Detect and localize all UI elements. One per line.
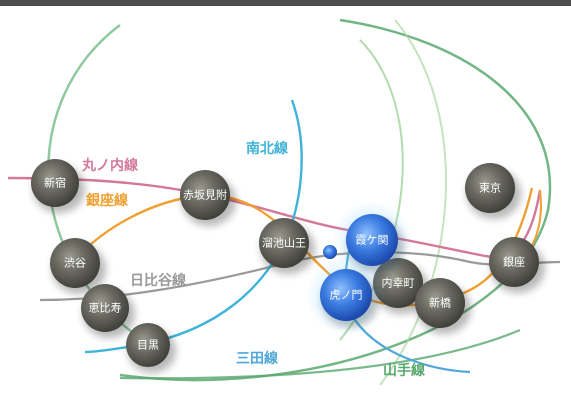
top-bar: [0, 0, 571, 6]
station-label: 虎ノ門: [330, 289, 363, 302]
station-label: 新宿: [44, 176, 66, 190]
station-meguro[interactable]: 目黒: [126, 323, 176, 373]
station-tameike-sanno[interactable]: 溜池山王: [259, 218, 315, 274]
station-disc: [489, 237, 539, 287]
line-label-nanboku: 南北線: [246, 140, 288, 157]
station-disc: [180, 170, 230, 220]
station-label: 銀座: [503, 255, 525, 269]
station-tokyo[interactable]: 東京: [465, 163, 521, 219]
station-disc: [346, 214, 398, 266]
station-disc: [50, 238, 100, 288]
station-label: 霞ケ関: [356, 234, 389, 247]
line-label-marunouchi: 丸ノ内線: [81, 157, 138, 174]
station-toranomon[interactable]: 虎ノ門: [306, 255, 386, 335]
station-ginza[interactable]: 銀座: [489, 237, 545, 293]
station-label: 新橋: [429, 296, 451, 310]
nanboku-line-path: [84, 99, 303, 354]
station-ebisu[interactable]: 恵比寿: [81, 284, 135, 338]
station-disc: [31, 159, 79, 207]
station-label: 赤坂見附: [183, 188, 227, 202]
station-akasaka-mitsuke[interactable]: 赤坂見附: [180, 170, 236, 226]
station-label: 東京: [479, 181, 501, 195]
line-label-ginza: 銀座線: [86, 192, 128, 209]
station-label: 溜池山王: [262, 236, 306, 250]
station-disc: [126, 323, 170, 367]
station-label: 渋谷: [64, 257, 86, 270]
station-disc: [81, 284, 129, 332]
station-shinbashi[interactable]: 新橋: [415, 278, 471, 334]
line-label-hibiya: 日比谷線: [130, 272, 186, 289]
station-label: 目黒: [137, 339, 159, 352]
station-label: 内幸町: [382, 276, 415, 290]
station-label: 恵比寿: [89, 301, 122, 315]
station-disc: [320, 269, 372, 321]
station-disc: [415, 278, 465, 328]
station-shibuya[interactable]: 渋谷: [50, 238, 106, 294]
green-arc-right: [379, 19, 447, 386]
station-shinjuku[interactable]: 新宿: [31, 159, 85, 213]
line-label-yamanote: 山手線: [383, 362, 425, 379]
green-line-bottom: [119, 328, 521, 380]
transfer-dot: [323, 245, 337, 259]
station-disc: [465, 163, 515, 213]
line-labels-layer: 丸ノ内線 銀座線 日比谷線 南北線 三田線 山手線: [81, 140, 425, 379]
station-disc: [259, 218, 309, 268]
line-label-mita: 三田線: [236, 350, 278, 367]
